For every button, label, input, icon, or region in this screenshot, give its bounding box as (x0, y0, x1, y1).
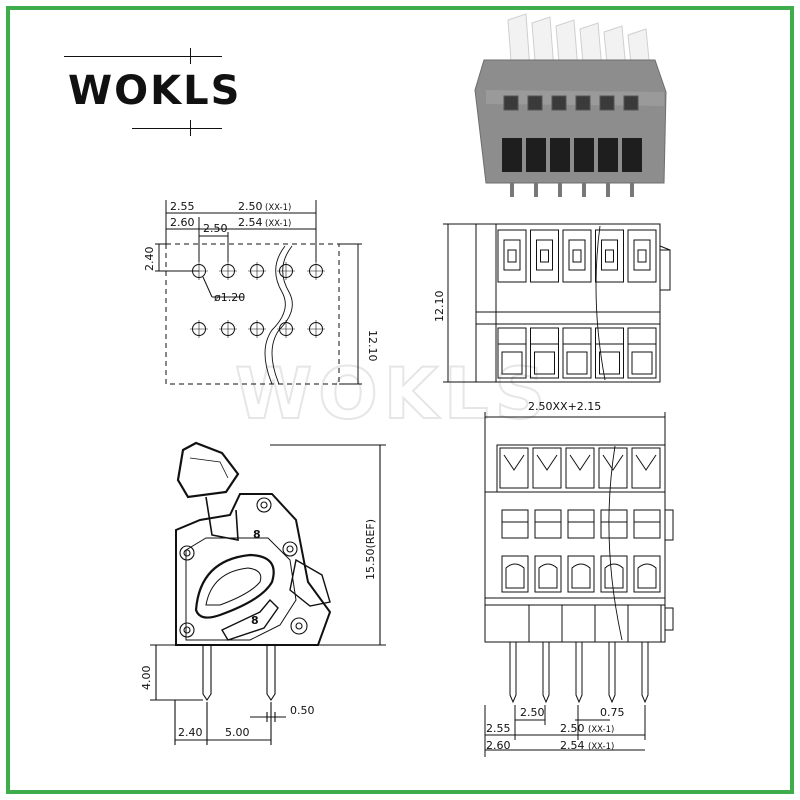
dim-pin-width: 0.50 (290, 704, 315, 717)
side-view (150, 441, 386, 745)
wire-entry-slot (598, 138, 618, 172)
dim-pitch-2-50: 2.50 (238, 200, 263, 213)
pcb-pin (606, 183, 610, 197)
dim-pin-thickness: 0.75 (600, 706, 625, 719)
dim-hole-diameter: ø1.20 (214, 291, 245, 304)
top-view (443, 223, 671, 383)
front-entry (567, 555, 595, 593)
svg-text:(XX-1): (XX-1) (265, 219, 291, 229)
front-pin (542, 642, 550, 704)
border-frame (6, 6, 794, 794)
top-entry (562, 327, 592, 379)
front-pin (575, 642, 583, 704)
pcb-pin (510, 183, 514, 197)
front-entry (600, 555, 628, 593)
wire-entry-slot (622, 138, 642, 172)
front-lever (499, 447, 529, 489)
dim-hole-spacing: 2.50 (203, 222, 228, 235)
test-window (503, 95, 519, 111)
dim-offset-2-55: 2.55 (170, 200, 195, 213)
front-view-labels: 2.50XX+2.15 2.50 0.75 2.55 2.60 2.50 (XX… (486, 400, 625, 752)
top-cell (595, 229, 624, 283)
dim-pin-spacing: 5.00 (225, 726, 250, 739)
test-window (551, 95, 567, 111)
dim-front-pitch: 2.50 (520, 706, 545, 719)
top-entry (595, 327, 624, 379)
top-entry (497, 327, 527, 379)
test-window (527, 95, 543, 111)
pcb-outline (165, 243, 340, 385)
side-view-labels: 8 8 15.50(REF) 4.00 0.50 2.40 5.00 (140, 519, 377, 739)
dim-top-depth: 12.10 (433, 291, 446, 323)
dim-pin-offset: 2.40 (178, 726, 203, 739)
brand-logo: WOKLS (64, 48, 239, 138)
front-view (484, 412, 674, 757)
dim-height-ref: 15.50(REF) (364, 519, 377, 580)
front-entry (534, 555, 562, 593)
front-window (600, 509, 628, 539)
top-entry (627, 327, 657, 379)
front-lever (532, 447, 562, 489)
pcb-layout (155, 200, 362, 385)
pcb-pin (582, 183, 586, 197)
front-pin (608, 642, 616, 704)
dim-row-offset: 2.40 (143, 247, 156, 272)
wire-entry-slot (502, 138, 522, 172)
dim-offset-2-60: 2.60 (170, 216, 195, 229)
svg-text:(XX-1): (XX-1) (588, 742, 614, 752)
top-cell (627, 229, 657, 283)
svg-text:(XX-1): (XX-1) (265, 203, 291, 213)
front-lever (565, 447, 595, 489)
front-window (501, 509, 529, 539)
wire-entry-slot (574, 138, 594, 172)
watermark: WOKLS (235, 353, 551, 435)
front-lever (598, 447, 628, 489)
dim-front-pitch-a: 2.50 (560, 722, 585, 735)
test-window (599, 95, 615, 111)
dim-front-pitch-b: 2.54 (560, 739, 585, 752)
pcb-pin (558, 183, 562, 197)
spring-label-1: 8 (253, 528, 261, 541)
dim-pin-length: 4.00 (140, 666, 153, 691)
dim-width-formula: 2.50XX+2.15 (528, 400, 601, 413)
front-entry (501, 555, 529, 593)
spring-label-2: 8 (251, 614, 259, 627)
wire-entry-slot (526, 138, 546, 172)
pcb-dimension-labels: 2.55 2.60 2.50 (XX-1) 2.54 (XX-1) 2.50 2… (143, 200, 379, 362)
dim-front-offset-a: 2.55 (486, 722, 511, 735)
pcb-pin (534, 183, 538, 197)
dim-front-offset-b: 2.60 (486, 739, 511, 752)
test-window (623, 95, 639, 111)
dim-row-span: 12.10 (366, 330, 379, 362)
front-pin (509, 642, 517, 704)
wire-entry-slot (550, 138, 570, 172)
front-lever (631, 447, 661, 489)
front-pin (641, 642, 649, 704)
front-entry (633, 555, 661, 593)
dim-pitch-2-54: 2.54 (238, 216, 263, 229)
top-cell (530, 229, 559, 283)
top-cell (562, 229, 592, 283)
test-window (575, 95, 591, 111)
top-entry (530, 327, 559, 379)
front-window (567, 509, 595, 539)
top-cell (497, 229, 527, 283)
pcb-pin (630, 183, 634, 197)
svg-text:(XX-1): (XX-1) (588, 725, 614, 735)
product-photo (474, 13, 667, 197)
logo-text: WOKLS (68, 68, 242, 114)
front-window (633, 509, 661, 539)
front-window (534, 509, 562, 539)
